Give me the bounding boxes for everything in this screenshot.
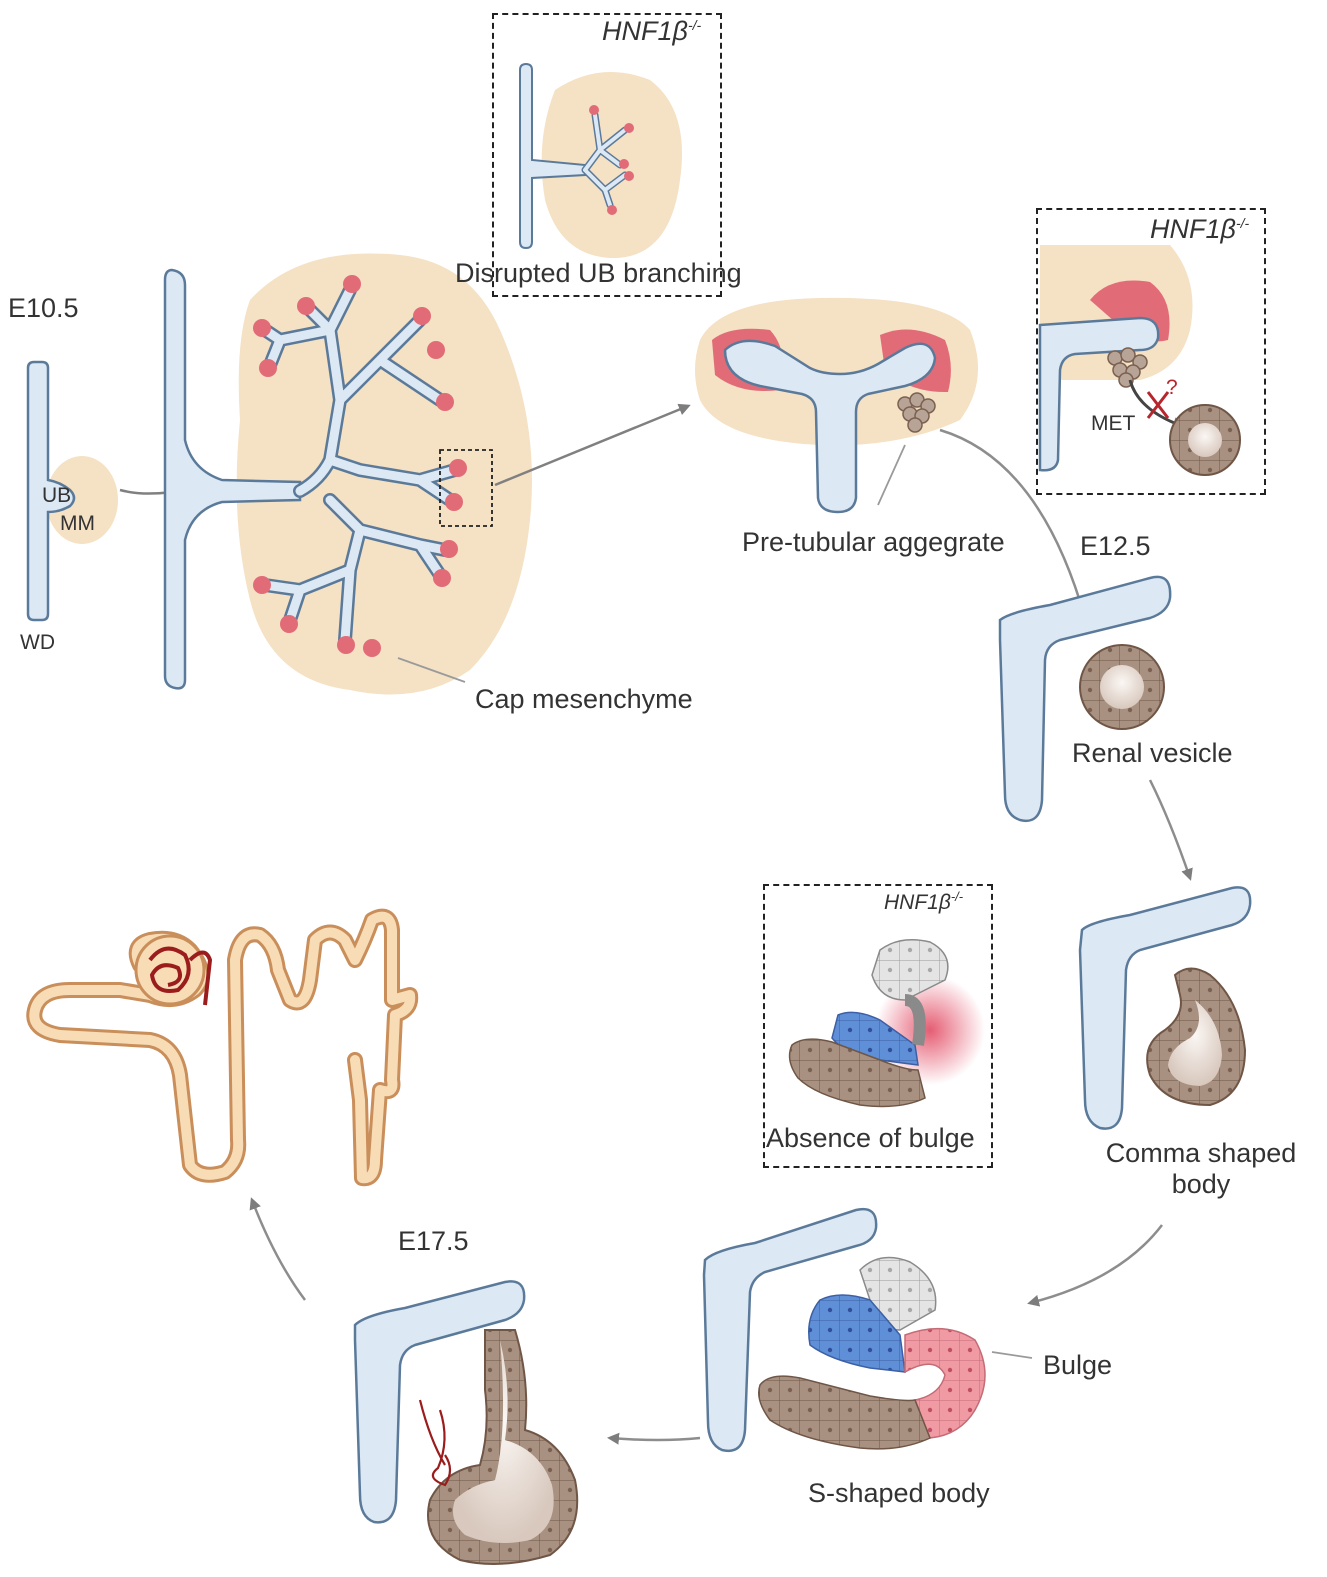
inset-met-genotype: HNF1β-/- — [1150, 214, 1249, 245]
stage-label-e105: E10.5 — [8, 293, 79, 324]
pretubular-stage — [695, 298, 978, 512]
inset-bulge-genotype: HNF1β-/- — [884, 890, 963, 915]
inset-bulge-caption: Absence of bulge — [766, 1123, 975, 1154]
inset-branching-caption: Disrupted UB branching — [455, 258, 742, 289]
arrow-to-e175 — [610, 1438, 700, 1440]
s-shaped-stage — [704, 1209, 1032, 1451]
e175-stage — [355, 1281, 577, 1564]
inset-ub-branching — [492, 13, 722, 297]
label-met-question: ? — [1166, 376, 1178, 400]
label-bulge: Bulge — [1043, 1350, 1112, 1381]
label-cap-mesenchyme: Cap mesenchyme — [475, 684, 693, 715]
label-comma-line1: Comma shaped — [1095, 1138, 1307, 1169]
label-s-shaped-body: S-shaped body — [808, 1478, 990, 1509]
label-comma-line2: body — [1095, 1169, 1307, 1200]
renal-vesicle-stage — [1000, 577, 1170, 821]
stage-label-e175: E17.5 — [398, 1226, 469, 1257]
label-pretubular-aggregate: Pre-tubular aggegrate — [742, 527, 1005, 558]
inset-met — [1036, 208, 1266, 495]
arrow-to-s-shaped — [1030, 1225, 1162, 1303]
inset-branching-genotype: HNF1β-/- — [602, 16, 701, 47]
label-comma-shaped-body: Comma shaped body — [1095, 1138, 1307, 1200]
mature-nephron — [34, 917, 410, 1179]
arrow-to-nephron — [252, 1200, 305, 1300]
label-renal-vesicle: Renal vesicle — [1072, 738, 1233, 769]
label-wd: WD — [20, 631, 55, 655]
label-met: MET — [1091, 412, 1135, 436]
arrow-to-comma — [1150, 780, 1190, 878]
stage-label-e125: E12.5 — [1080, 531, 1151, 562]
branching-kidney — [165, 253, 532, 694]
comma-stage — [1080, 887, 1250, 1128]
label-mm: MM — [60, 512, 95, 536]
label-ub: UB — [42, 484, 71, 508]
